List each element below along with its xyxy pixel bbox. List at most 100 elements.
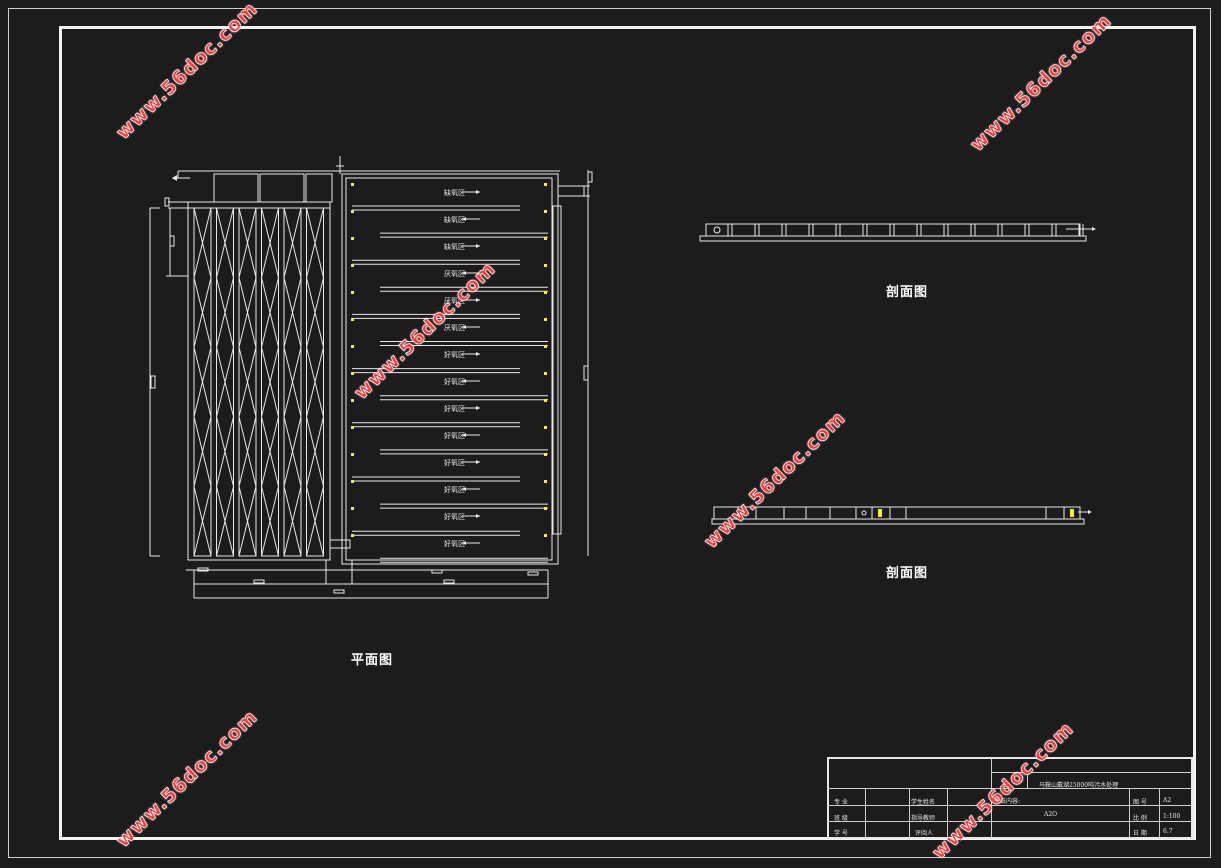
plan-column-brace xyxy=(261,416,279,487)
plan-flow-arrowhead xyxy=(462,271,466,275)
plan-dim-mark xyxy=(253,579,265,584)
plan-yellow-marker xyxy=(351,318,354,321)
section-2-pipe xyxy=(861,510,867,516)
plan-flow-arrowhead xyxy=(462,217,466,221)
plan-yellow-marker xyxy=(544,372,547,375)
plan-column xyxy=(306,207,324,557)
plan-right-basin-outer xyxy=(341,173,559,565)
plan-flow-arrowhead xyxy=(476,244,480,248)
plan-yellow-marker xyxy=(544,399,547,402)
date-label: 日 期 xyxy=(1133,830,1147,837)
plan-column-brace xyxy=(193,486,212,557)
plan-yellow-marker xyxy=(351,426,354,429)
plan-dim-mark xyxy=(583,365,589,381)
plan-column-brace xyxy=(261,207,279,278)
reviewer-label: 评阅人 xyxy=(915,830,934,837)
plan-column-brace xyxy=(216,207,234,278)
plan-column-brace xyxy=(283,486,302,557)
plan-zone-label: 缺氧区 xyxy=(444,215,465,224)
plan-zone-label: 好氧区 xyxy=(444,431,465,440)
plan-column-brace xyxy=(238,207,257,278)
plan-dim-mark xyxy=(169,235,175,247)
plan-left-block xyxy=(187,201,331,561)
plan-column-brace xyxy=(306,277,324,348)
section-view-label-2: 剖面图 xyxy=(886,566,929,581)
student-name-label: 学生姓名 xyxy=(911,799,936,806)
plan-yellow-marker xyxy=(544,210,547,213)
plan-yellow-marker xyxy=(544,345,547,348)
plan-side-channel xyxy=(552,205,562,535)
drawing-no-value: A2 xyxy=(1163,797,1172,804)
plan-column-brace xyxy=(238,486,257,557)
class-label: 班 级 xyxy=(834,815,848,822)
plan-inlet-box xyxy=(259,173,305,203)
plan-yellow-marker xyxy=(351,183,354,186)
plan-right-basin xyxy=(345,177,553,561)
plan-zone-label: 厌氧区 xyxy=(444,323,465,332)
plan-yellow-marker xyxy=(351,399,354,402)
plan-column xyxy=(283,207,302,557)
plan-column-brace xyxy=(216,416,234,487)
section-1-body xyxy=(705,223,1081,237)
plan-column-brace xyxy=(238,416,257,487)
plan-column-brace xyxy=(216,277,234,348)
plan-column-brace xyxy=(283,207,302,278)
plan-yellow-marker xyxy=(544,183,547,186)
plan-view-label: 平面图 xyxy=(351,653,394,668)
plan-dim-mark xyxy=(333,589,345,594)
plan-dim-mark xyxy=(443,579,455,584)
advisor-label: 指导教师 xyxy=(911,815,936,822)
plan-column xyxy=(216,207,234,557)
section-2-body xyxy=(713,506,1081,520)
section-2-outlet-arrowhead xyxy=(1088,510,1092,514)
date-value: 6.7 xyxy=(1163,828,1173,835)
plan-zone-label: 好氧区 xyxy=(444,377,465,386)
plan-yellow-marker xyxy=(351,291,354,294)
plan-column-brace xyxy=(193,277,212,348)
plan-column-brace xyxy=(261,347,279,417)
major-label: 专 业 xyxy=(834,799,848,806)
plan-flow-arrowhead xyxy=(462,541,466,545)
section-1-base xyxy=(699,235,1087,242)
plan-yellow-marker xyxy=(351,237,354,240)
plan-zone-label: 好氧区 xyxy=(444,485,465,494)
plan-zone-label: 好氧区 xyxy=(444,458,465,467)
plan-column-brace xyxy=(216,347,234,417)
plan-yellow-marker xyxy=(351,345,354,348)
drawing-frame xyxy=(59,26,1196,840)
plan-zone-label: 厌氧区 xyxy=(444,296,465,305)
drawing-no-label: 图 号 xyxy=(1133,799,1147,806)
plan-dim-mark xyxy=(164,197,170,207)
plan-flow-arrowhead xyxy=(476,514,480,518)
plan-flow-arrowhead xyxy=(476,460,480,464)
plan-column-brace xyxy=(306,347,324,417)
plan-flow-arrowhead xyxy=(476,190,480,194)
plan-flow-arrowhead xyxy=(462,433,466,437)
plan-flow-arrowhead xyxy=(476,298,480,302)
plan-column xyxy=(238,207,257,557)
plan-flow-arrowhead xyxy=(476,352,480,356)
plan-yellow-marker xyxy=(351,372,354,375)
plan-column-brace xyxy=(261,277,279,348)
drawing-content-label: 图纸内容: xyxy=(994,798,1021,805)
plan-zone-label: 好氧区 xyxy=(444,350,465,359)
plan-inlet-box xyxy=(213,173,259,203)
plan-dim-mark xyxy=(197,567,209,572)
plan-column-brace xyxy=(193,207,212,278)
plan-column-brace xyxy=(306,416,324,487)
title-block: 马鞍山戴湖25000吨污水处理 图纸内容: A2O 专 业 班 级 学 号 学生… xyxy=(827,757,1193,839)
plan-dim-mark xyxy=(583,185,589,197)
plan-zone-label: 厌氧区 xyxy=(444,269,465,278)
plan-dim-mark xyxy=(431,569,443,574)
plan-yellow-marker xyxy=(544,480,547,483)
plan-connector xyxy=(329,539,351,549)
plan-column-brace xyxy=(261,486,279,557)
plan-flow-arrowhead xyxy=(462,379,466,383)
section-2-base xyxy=(711,518,1085,525)
content-value: A2O xyxy=(1044,811,1058,818)
plan-dim-mark xyxy=(527,571,539,576)
plan-zone-label: 缺氧区 xyxy=(444,188,465,197)
plan-yellow-marker xyxy=(351,453,354,456)
plan-column-brace xyxy=(306,207,324,278)
